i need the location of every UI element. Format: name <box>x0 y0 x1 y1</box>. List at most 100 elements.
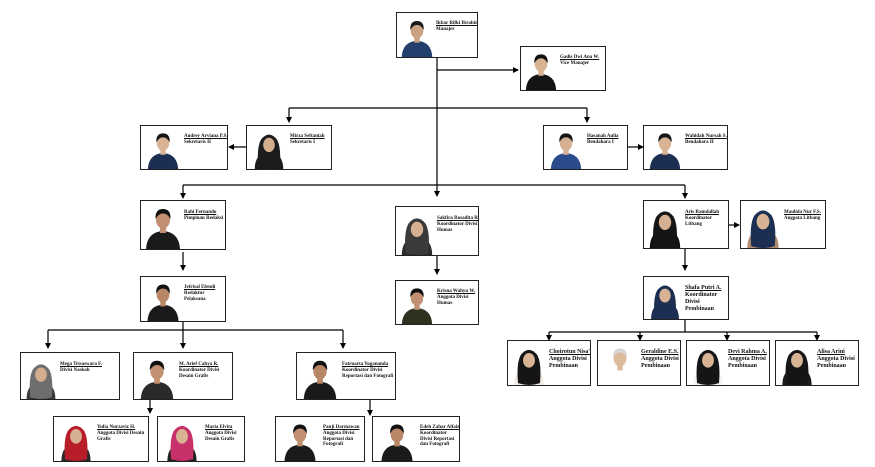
alisa-photo <box>778 343 816 385</box>
yulia-node: Yulia Nurzaviz H.Anggota Divisi Desain G… <box>53 416 149 462</box>
wahidah-photo <box>647 128 683 169</box>
maria-photo <box>163 419 201 461</box>
member-role: Anggota Divisi Desain Grafis <box>205 430 237 442</box>
arief-node: M. Arief Cahya R.Koordinator Divisi Desa… <box>133 352 233 400</box>
sakfira-photo <box>398 211 436 255</box>
member-role: Anggota Divisi Humas <box>437 294 469 306</box>
member-role: Anggota Divisi Pembinaan <box>549 355 587 369</box>
devi-photo <box>689 343 727 385</box>
member-name: Rahi Fernando <box>184 210 217 215</box>
maulida-photo <box>743 203 783 248</box>
edeh-photo <box>378 419 416 461</box>
member-name: M. Arief Cahya R. <box>179 362 219 367</box>
member-role: Bendahara II <box>685 139 714 145</box>
member-role: Koordinator Divisi Reportasi dan Fotogra… <box>342 367 394 379</box>
member-caption: Sakfira Rosadita R.Koordinator Divisi Hu… <box>437 216 478 233</box>
member-role: Anggota Divisi Desain Grafis <box>97 430 145 442</box>
audrey-photo <box>145 128 181 169</box>
arief-photo <box>137 355 177 399</box>
yulia-photo <box>57 419 95 461</box>
choirotun-photo <box>510 343 548 385</box>
ikbar-photo <box>399 15 435 57</box>
shafa-photo <box>647 279 683 319</box>
member-name: Audrey Arviana P.S. <box>184 134 228 139</box>
mega-photo <box>23 357 59 399</box>
member-name: Panji Darmawan <box>323 425 360 430</box>
devi-node: Devi Rahma A.Anggota Divisi Pembinaan <box>686 340 770 386</box>
member-caption: Maulida Nur F.S.Anggota Litbang <box>784 210 825 222</box>
member-caption: Audrey Arviana P.S.Sekretaris II <box>184 134 227 146</box>
member-name: Maulida Nur F.S. <box>784 210 821 215</box>
member-role: Sekretaris I <box>290 139 316 145</box>
member-name: Wahidah Nursah S. <box>685 134 727 139</box>
member-caption: Choirotun Nisa'Anggota Divisi Pembinaan <box>549 349 590 370</box>
sakfira-node: Sakfira Rosadita R.Koordinator Divisi Hu… <box>395 206 479 256</box>
member-name: Alisa Arini <box>817 349 845 355</box>
member-name: Choirotun Nisa' <box>549 349 591 355</box>
member-name: Edeh Zahar Alfaizi <box>420 425 460 430</box>
member-caption: Devi Rahma A.Anggota Divisi Pembinaan <box>728 349 769 370</box>
member-role: Redaktur Pelaksana <box>184 290 206 302</box>
member-name: Mega Trisaswara F. <box>60 362 102 367</box>
maulida-node: Maulida Nur F.S.Anggota Litbang <box>740 200 826 249</box>
mirza-photo <box>251 128 287 169</box>
member-role: Anggota Divisi Reportasi dan Fotografi <box>323 430 355 448</box>
member-name: Shafa Putri A. <box>685 285 722 291</box>
member-caption: Wahidah Nursah S.Bendahara II <box>685 134 727 146</box>
member-name: Yulia Nurzaviz H. <box>97 425 136 430</box>
gadis-node: Gadis Dwi Ana W.Vice Manajer <box>520 46 606 91</box>
member-role: Anggota Divisi Pembinaan <box>817 355 855 369</box>
gadis-photo <box>523 49 559 90</box>
member-name: Ikbar Rifki Ibrahim <box>436 21 478 26</box>
member-name: Fatruarta Yogananda <box>342 362 389 367</box>
shafa-node: Shafa Putri A.Koordinator Divisi Pembina… <box>643 276 729 320</box>
mega-node: Mega Trisaswara F.Divisi Naskah <box>20 352 120 400</box>
member-name: Maria Elvita <box>205 425 233 430</box>
member-role: Koordinator Divisi Desain Grafis <box>179 367 220 379</box>
member-role: Koordinator Litbang <box>685 215 712 227</box>
member-name: Aris Ramdallah <box>685 210 720 215</box>
geraldine-photo <box>601 343 639 385</box>
member-role: Koordinator Divisi Pembinaan <box>685 291 718 312</box>
jefrisal-photo <box>144 279 182 321</box>
member-caption: Gadis Dwi Ana W.Vice Manajer <box>560 55 605 67</box>
member-role: Divisi Naskah <box>60 367 90 373</box>
krisna-node: Krisna Wahyu W.Anggota Divisi Humas <box>395 280 479 325</box>
member-caption: Mega Trisaswara F.Divisi Naskah <box>60 362 119 374</box>
member-role: Pimpinan Redaksi <box>184 215 224 221</box>
member-role: Anggota Divisi Pembinaan <box>728 355 766 369</box>
fatruarta-photo <box>300 355 340 399</box>
geraldine-node: Geraldine E.S.Anggota Divisi Pembinaan <box>597 340 681 386</box>
member-role: Bendahara I <box>587 139 614 145</box>
member-role: Anggota Divisi Pembinaan <box>641 355 679 369</box>
krisna-photo <box>399 283 435 324</box>
aris-photo <box>646 204 684 248</box>
member-role: Manajer <box>436 26 455 32</box>
member-name: Gadis Dwi Ana W. <box>560 55 600 60</box>
member-caption: Geraldine E.S.Anggota Divisi Pembinaan <box>641 349 680 370</box>
member-caption: Shafa Putri A.Koordinator Divisi Pembina… <box>685 285 728 313</box>
member-role: Vice Manajer <box>560 60 590 66</box>
rahi-photo <box>143 203 183 249</box>
